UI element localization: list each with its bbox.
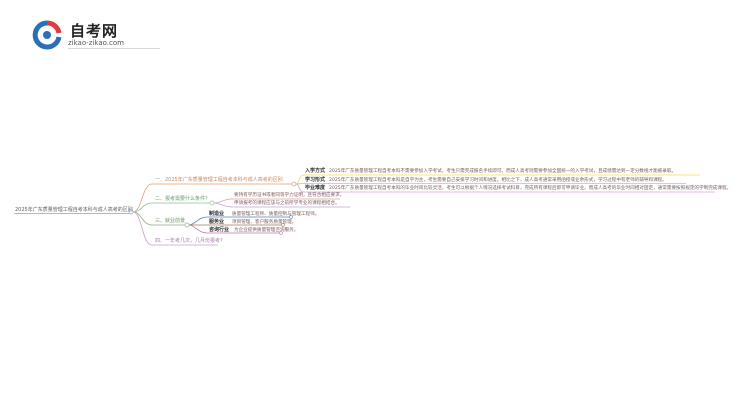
branch-4-connector	[132, 211, 218, 246]
branch-2-label[interactable]: 二、报考需要什么条件?	[155, 196, 208, 202]
b1-child-2-text: 2025年广东质量管理工程自考本科是自学为主，考生需要自己安排学习时间和进度。相…	[329, 177, 667, 183]
b1-child-2-label[interactable]: 学习形式	[305, 176, 326, 183]
b3-child-end-1	[289, 215, 293, 219]
branch-2-connector	[132, 202, 210, 213]
b3-child-2-text: 项目管理、客户服务质量管理。	[232, 219, 297, 225]
b2-child-1-text[interactable]: 要持有学历证书或者同等学力证明，且符合相应要求。	[234, 193, 345, 198]
b3-child-3-label[interactable]: 咨询行业	[209, 226, 230, 233]
branch-3-label[interactable]: 三、就业前景	[155, 218, 186, 224]
branch-3-node	[184, 222, 190, 228]
logo-subtitle: zikao-zikao.com	[68, 39, 124, 47]
b3-child-end-2	[281, 223, 285, 227]
branch-3-connector	[132, 211, 185, 226]
branch-2-node	[209, 200, 215, 206]
b3-child-end-3	[279, 231, 283, 235]
b2-child-2-connector	[213, 202, 350, 208]
b3-child-3-connector	[188, 224, 280, 234]
root-topic[interactable]: 2025年广东质量管理工程自考本科与成人高考的区别	[15, 207, 133, 213]
b2-child-2-text[interactable]: 申请报考的课程应该与之前所学专业的课程相结合。	[234, 201, 340, 206]
b3-child-1-text: 质量管理工程师、质量控制与管理工程师。	[232, 211, 320, 217]
branch-1-node	[291, 181, 297, 187]
b3-child-2-label[interactable]: 服务业	[209, 218, 225, 225]
branch-4-label[interactable]: 四、一年考几次，几月份报考?	[155, 238, 223, 244]
b1-child-3-text: 2025年广东质量管理工程自考本科的毕业时间比较灵活，考生可以根据个人情况选择考…	[329, 186, 732, 191]
branch-1-connector	[132, 183, 292, 213]
branch-1-label[interactable]: 一、2025年广东质量管理工程自考本科与成人高考的区别	[155, 177, 283, 183]
logo-mark-icon	[32, 20, 62, 50]
b3-child-3-text: 为企业提供质量管理咨询服务。	[234, 227, 299, 233]
logo-divider	[68, 48, 160, 49]
b1-child-2-connector	[295, 183, 686, 185]
site-logo[interactable]: 自考网 zikao-zikao.com	[30, 18, 160, 52]
logo-title: 自考网	[70, 22, 119, 40]
b1-child-1-text: 2025年广东质量管理工程自考本科不需要参加入学考试，考生只需完成报名手续即可。…	[329, 169, 677, 174]
b3-child-1-label[interactable]: 制造业	[209, 210, 225, 217]
b1-child-1-label[interactable]: 入学方式	[305, 168, 326, 174]
b1-child-3-connector	[295, 183, 715, 193]
b1-child-3-label[interactable]: 毕业难度	[305, 185, 326, 191]
